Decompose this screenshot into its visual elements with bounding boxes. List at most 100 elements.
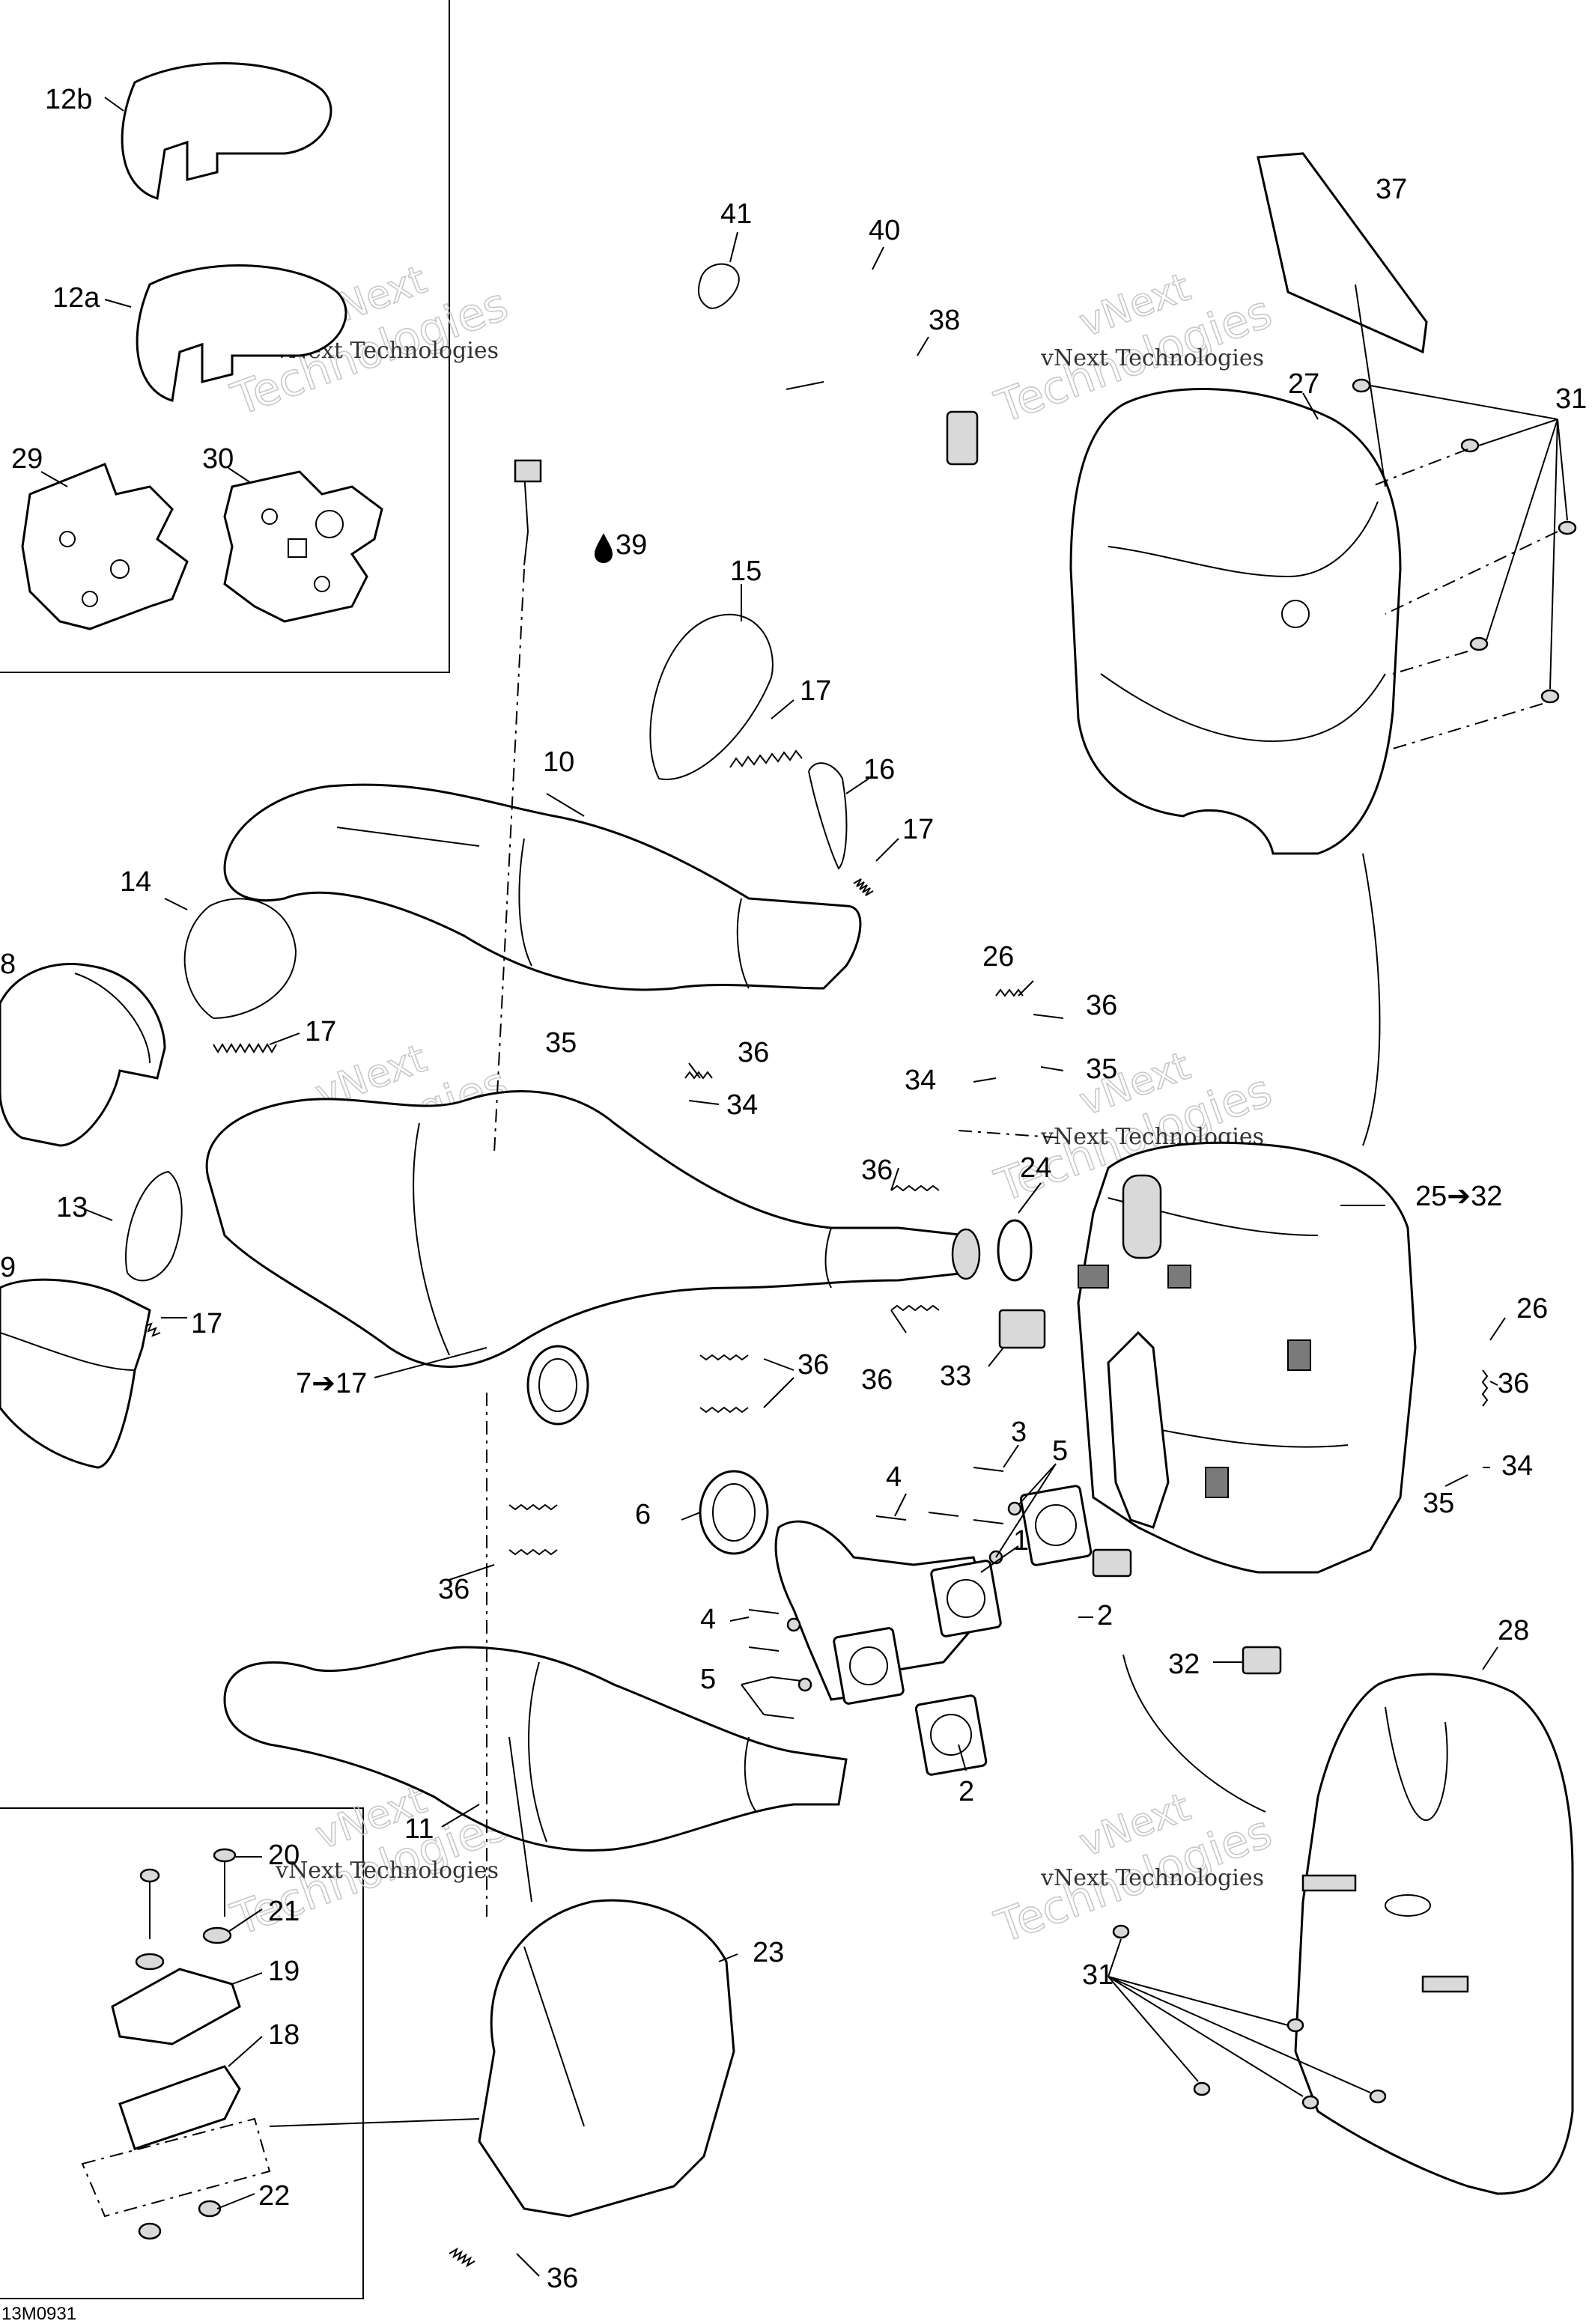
manifold-flange	[833, 1627, 905, 1705]
callout-12b: 12b	[45, 84, 92, 115]
callout-1: 1	[1013, 1525, 1029, 1557]
callout-14: 14	[120, 866, 151, 898]
callout-31-top: 31	[1555, 383, 1587, 415]
callout-19: 19	[268, 1956, 300, 1987]
inset-frame-bottom-left	[0, 1807, 364, 2299]
bolt-20-head	[139, 1868, 160, 1883]
callout-41: 41	[720, 198, 752, 230]
spring-36	[1481, 1369, 1489, 1407]
callout-35-b: 35	[1086, 1053, 1117, 1085]
spring-36	[890, 1184, 940, 1192]
sleeve-24	[997, 1219, 1033, 1282]
muffler-25-clip	[1078, 1265, 1109, 1289]
muffler-cover-28-cutout	[1385, 1706, 1448, 1822]
clamp-41	[697, 263, 740, 309]
spring-36	[995, 988, 1024, 997]
assembly-arrow	[1122, 1654, 1266, 1813]
callout-11: 11	[404, 1813, 434, 1845]
gasket-29-hole	[59, 531, 76, 547]
expansion-chamber	[205, 1090, 967, 1368]
callout-24: 24	[1020, 1152, 1051, 1184]
callout-37: 37	[1376, 174, 1407, 205]
spring-36	[508, 1503, 558, 1511]
callout-38: 38	[929, 305, 960, 336]
callout-3: 3	[1011, 1417, 1027, 1448]
spring-36-group	[449, 988, 1489, 2268]
gasket-2-a	[1019, 1485, 1093, 1566]
bumper-32-a	[1092, 1548, 1132, 1578]
nut-22	[138, 2222, 162, 2240]
svg-text:vNext Technologies: vNext Technologies	[275, 1858, 499, 1884]
assembly-arrow	[508, 1736, 532, 1902]
callout-7: 7➔17	[296, 1368, 367, 1399]
seal-6-inner	[712, 1483, 756, 1542]
pipe-11	[223, 1646, 848, 1852]
manifold-port	[947, 1579, 985, 1618]
callout-30: 30	[202, 443, 234, 475]
bolt-20-head	[213, 1848, 237, 1863]
callout-17-c: 17	[305, 1016, 336, 1047]
support-18	[118, 2065, 241, 2150]
callout-5-a: 5	[1052, 1435, 1068, 1467]
egt-sensor-nut	[514, 459, 542, 483]
muffler-25-clip	[1287, 1339, 1311, 1371]
callout-2-a: 2	[1097, 1600, 1113, 1631]
callout-36-h: 36	[547, 2263, 578, 2294]
nut-22	[198, 2200, 222, 2218]
leaders-31-bottom	[1108, 1938, 1371, 2097]
assembly-line	[1392, 651, 1468, 675]
callout-4-b: 4	[700, 1604, 716, 1635]
support-18-outline	[81, 2117, 271, 2218]
callout-31-bottom: 31	[1082, 1959, 1114, 1991]
callout-36-a: 36	[1086, 990, 1117, 1021]
washer-21	[202, 1926, 232, 1944]
cover-28-slot	[1421, 1975, 1469, 1993]
egt-sensor-probe	[523, 471, 529, 566]
pipe-11-seam	[528, 1661, 547, 1843]
cover-8-seam	[74, 973, 151, 1064]
gasket-2-b	[914, 1694, 988, 1776]
callout-17-a: 17	[800, 675, 831, 707]
spring-36	[890, 1304, 940, 1312]
liquid-drop-icon	[595, 533, 613, 563]
callout-9: 9	[0, 1252, 16, 1283]
muffler-27-port	[1281, 600, 1310, 628]
bracket-19	[111, 1968, 241, 2045]
muffler-27-rim	[1108, 501, 1379, 578]
callout-leaders	[40, 97, 1506, 2277]
tuned-pipe-10	[223, 783, 862, 991]
gasket-30	[223, 470, 383, 623]
callout-15: 15	[730, 556, 762, 587]
gasket-29	[21, 463, 189, 630]
chamber-seam	[824, 1227, 832, 1289]
callout-13: 13	[56, 1192, 88, 1223]
callout-36-f: 36	[797, 1349, 829, 1381]
assembly-line	[1370, 448, 1468, 487]
spring-17-c	[213, 1043, 277, 1053]
callout-labels: 12b 12a 29 30 41 40 38 39 37 27 31 15 17…	[0, 84, 1587, 2294]
gasket-29-hole	[82, 591, 98, 607]
cover-9	[0, 1278, 151, 1469]
callout-17-d: 17	[191, 1308, 222, 1339]
callout-36-d: 36	[861, 1364, 893, 1396]
ring-14	[183, 898, 297, 1019]
callout-28: 28	[1498, 1615, 1529, 1646]
callout-34-b: 34	[905, 1065, 936, 1096]
chamber-inlet-inner	[538, 1358, 577, 1412]
muffler-27	[1069, 388, 1402, 855]
manifold-1	[774, 1520, 990, 1701]
spring-17-a	[729, 749, 803, 768]
heat-shield-12b	[121, 62, 332, 200]
callout-6: 6	[635, 1499, 651, 1530]
assembly-line	[1392, 703, 1543, 749]
washer-21	[135, 1953, 165, 1971]
callout-2-b: 2	[958, 1776, 974, 1807]
callout-32: 32	[1168, 1649, 1200, 1680]
manifold-flange	[930, 1560, 1002, 1637]
callout-26-a: 26	[982, 941, 1014, 973]
assembly-arrow	[269, 2118, 480, 2127]
callout-29: 29	[11, 443, 43, 475]
spring-36	[449, 2247, 476, 2268]
muffler-25-inlet	[1122, 1174, 1162, 1259]
